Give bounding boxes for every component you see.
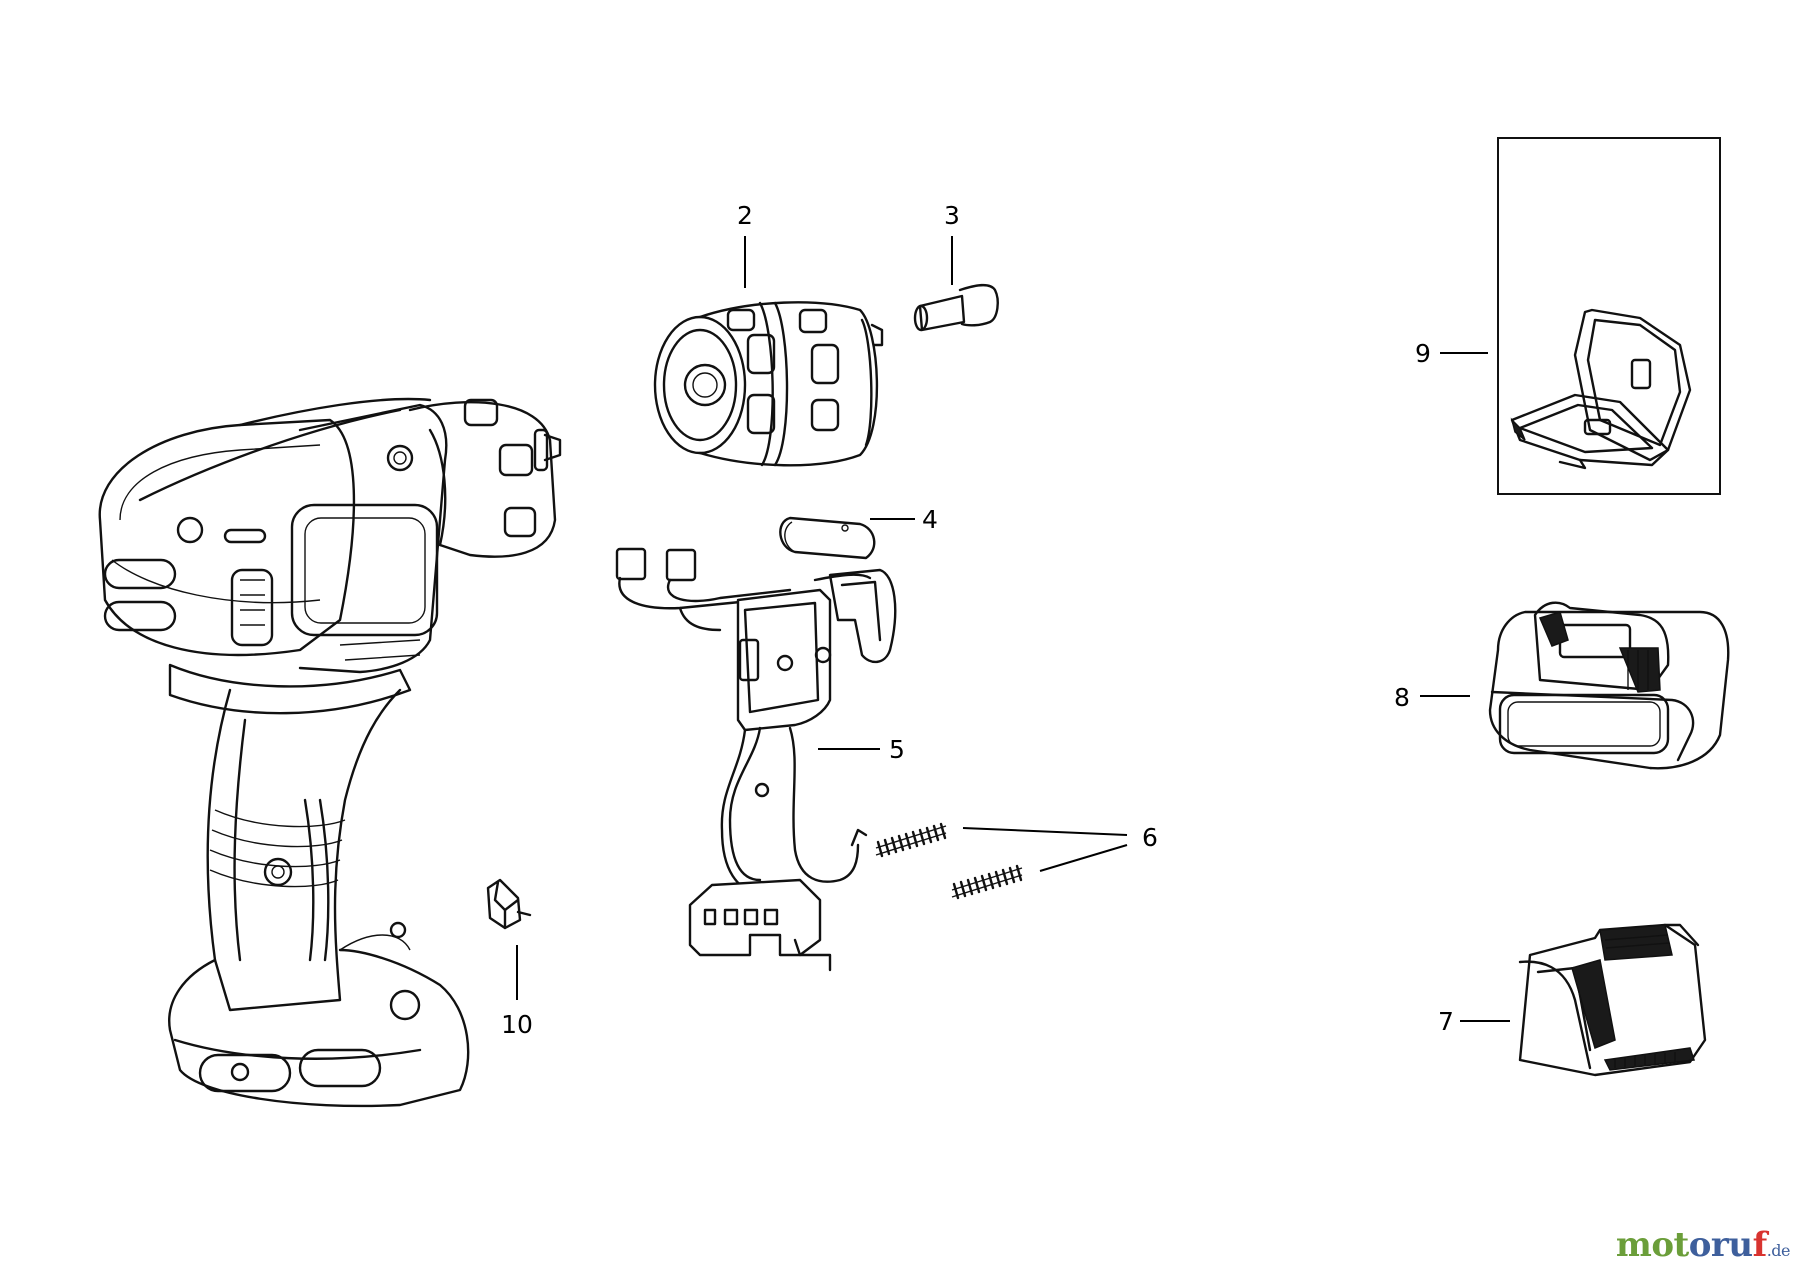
leader-8: 8 bbox=[1394, 683, 1470, 712]
part-7-charger bbox=[1518, 923, 1707, 1077]
callout-label-8: 8 bbox=[1394, 683, 1410, 712]
part-2-chuck bbox=[653, 301, 884, 467]
part-3-screw bbox=[913, 283, 999, 332]
leader-3: 3 bbox=[944, 201, 960, 285]
part-5-switch-assembly bbox=[615, 547, 897, 972]
callout-label-7: 7 bbox=[1438, 1007, 1454, 1036]
callout-label-5: 5 bbox=[889, 735, 905, 764]
callout-label-6: 6 bbox=[1142, 823, 1158, 852]
callout-label-4: 4 bbox=[922, 505, 938, 534]
part-6-spring-upper bbox=[875, 822, 947, 858]
part-8-battery bbox=[1488, 601, 1730, 770]
leader-4: 4 bbox=[870, 505, 938, 534]
leader-5: 5 bbox=[818, 735, 905, 764]
callout-label-10: 10 bbox=[501, 1010, 533, 1039]
leader-7: 7 bbox=[1438, 1007, 1510, 1036]
part-9-case-frame bbox=[1497, 137, 1721, 495]
leader-10: 10 bbox=[501, 945, 533, 1039]
part-10-clip bbox=[486, 878, 532, 930]
leader-2: 2 bbox=[737, 201, 753, 288]
part-6-spring-lower bbox=[951, 864, 1023, 900]
part-4-pin bbox=[779, 516, 876, 560]
callout-label-3: 3 bbox=[944, 201, 960, 230]
callout-label-2: 2 bbox=[737, 201, 753, 230]
drill-body-housing bbox=[98, 397, 562, 1108]
leader-6: 6 bbox=[962, 823, 1158, 872]
callout-label-9: 9 bbox=[1415, 339, 1431, 368]
leader-9: 9 bbox=[1415, 339, 1488, 368]
watermark-logo: motoruf.de bbox=[1615, 1225, 1791, 1265]
part-9-case bbox=[1510, 308, 1692, 470]
